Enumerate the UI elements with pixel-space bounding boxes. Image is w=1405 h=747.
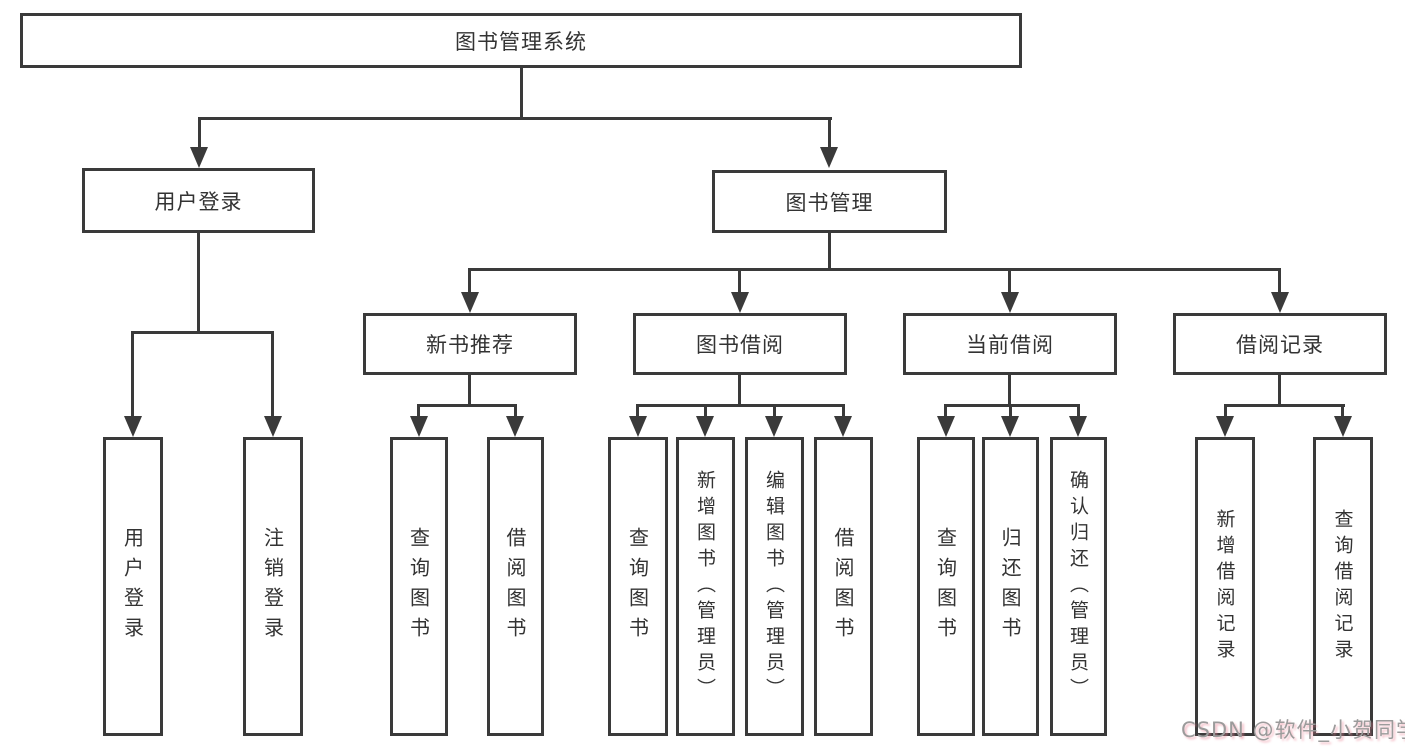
connector-userlogin-stem [197,233,200,334]
leaf-bookborrow-add: 新增图书（管理员） [676,437,735,736]
connector-leaf-stem [944,404,947,418]
leaf-currentborrow-confirm-label: 确认归还（管理员） [1067,469,1089,704]
arrow-down-icon [629,416,647,437]
node-root: 图书管理系统 [20,13,1022,68]
connector-l3-stem [468,268,471,294]
arrow-down-icon [937,416,955,437]
arrow-down-icon [1001,292,1019,313]
leaf-newbooks-query-label: 查询图书 [406,526,431,647]
connector-leaf-stem [773,404,776,418]
leaf-bookborrow-edit: 编辑图书（管理员） [745,437,804,736]
leaf-user-login: 用户登录 [103,437,163,736]
connector-bookborrow-stem [738,375,741,407]
arrow-down-icon [1271,292,1289,313]
node-book-mgmt-label: 图书管理 [785,190,874,215]
leaf-currentborrow-query: 查询图书 [917,437,975,736]
connector-newbooks-stem [468,375,471,407]
arrow-down-icon [1069,416,1087,437]
leaf-currentborrow-query-label: 查询图书 [933,526,958,647]
leaf-currentborrow-return-label: 归还图书 [998,526,1022,647]
connector-userlogin-left-stem [131,331,134,416]
connector-root-right-stem [828,117,831,149]
leaf-bookborrow-borrow: 借阅图书 [814,437,873,736]
connector-leaf-stem [417,404,420,418]
leaf-bookborrow-add-label: 新增图书（管理员） [694,469,716,704]
connector-l3-stem [1278,268,1281,294]
arrow-down-icon [1216,416,1234,437]
connector-leaf-stem [1009,404,1012,418]
connector-leaf-stem [842,404,845,418]
connector-leaf-stem [636,404,639,418]
connector-leaf-stem [1077,404,1080,418]
leaf-bookborrow-query-label: 查询图书 [625,526,650,647]
arrow-down-icon [1001,416,1019,437]
leaf-records-add: 新增借阅记录 [1195,437,1255,736]
connector-bookmgmt-stem [828,233,831,271]
leaf-logout: 注销登录 [243,437,303,736]
leaf-newbooks-borrow: 借阅图书 [487,437,544,736]
arrow-down-icon [124,416,142,437]
leaf-user-login-label: 用户登录 [120,526,145,647]
connector-userlogin-right-stem [271,331,274,416]
leaf-newbooks-borrow-label: 借阅图书 [503,526,527,647]
connector-newbooks-split [417,404,517,407]
leaf-records-add-label: 新增借阅记录 [1213,508,1236,665]
connector-borrowrecords-split [1224,404,1345,407]
connector-l3-stem [1008,268,1011,294]
csdn-watermark: CSDN @软件_小贺同学 [1181,718,1405,742]
leaf-logout-label: 注销登录 [260,526,285,647]
connector-currentborrow-split [944,404,1080,407]
connector-leaf-stem [514,404,517,418]
node-user-login: 用户登录 [82,168,315,233]
node-book-borrow: 图书借阅 [633,313,847,375]
connector-bookborrow-split [636,404,845,407]
connector-borrowrecords-stem [1278,375,1281,407]
connector-bookmgmt-split [468,268,1281,271]
leaf-bookborrow-edit-label: 编辑图书（管理员） [763,469,785,704]
connector-leaf-stem [1341,404,1344,418]
arrow-down-icon [834,416,852,437]
leaf-newbooks-query: 查询图书 [390,437,448,736]
node-new-books-label: 新书推荐 [426,333,514,357]
arrow-down-icon [190,147,208,168]
node-current-borrow-label: 当前借阅 [966,333,1054,357]
arrow-down-icon [264,416,282,437]
node-user-login-label: 用户登录 [154,189,243,214]
arrow-down-icon [410,416,428,437]
arrow-down-icon [765,416,783,437]
leaf-records-query: 查询借阅记录 [1313,437,1373,736]
connector-root-stem [520,68,523,119]
node-current-borrow: 当前借阅 [903,313,1117,375]
node-borrow-records-label: 借阅记录 [1236,333,1324,357]
node-book-borrow-label: 图书借阅 [696,333,784,357]
leaf-bookborrow-query: 查询图书 [608,437,668,736]
node-root-label: 图书管理系统 [455,29,587,54]
arrow-down-icon [506,416,524,437]
arrow-down-icon [461,292,479,313]
connector-l3-stem [738,268,741,294]
node-new-books: 新书推荐 [363,313,577,375]
connector-root-left-stem [198,117,201,149]
connector-currentborrow-stem [1008,375,1011,407]
node-book-mgmt: 图书管理 [712,170,947,233]
connector-userlogin-split [131,331,274,334]
leaf-records-query-label: 查询借阅记录 [1331,508,1354,665]
leaf-bookborrow-borrow-label: 借阅图书 [831,526,855,647]
arrow-down-icon [1334,416,1352,437]
leaf-currentborrow-return: 归还图书 [982,437,1039,736]
connector-leaf-stem [1224,404,1227,418]
node-borrow-records: 借阅记录 [1173,313,1387,375]
arrow-down-icon [696,416,714,437]
connector-root-split [198,117,832,120]
arrow-down-icon [731,292,749,313]
leaf-currentborrow-confirm: 确认归还（管理员） [1050,437,1107,736]
connector-leaf-stem [704,404,707,418]
arrow-down-icon [820,147,838,168]
